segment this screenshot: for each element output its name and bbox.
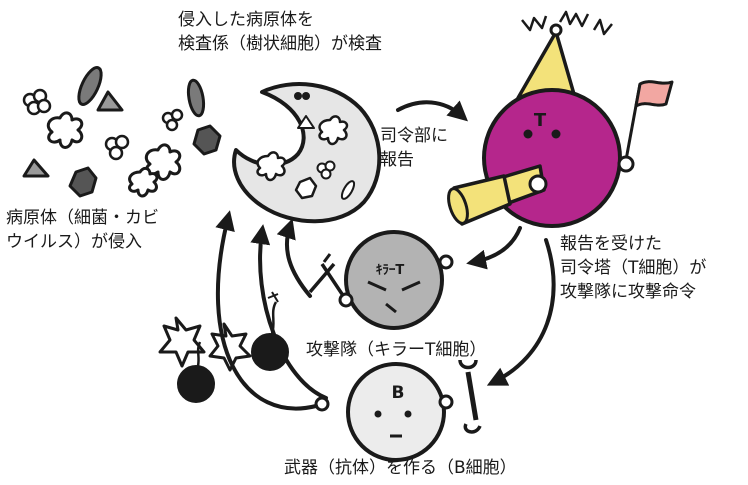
arrow-commander-to-bcell xyxy=(486,238,556,386)
b-cell xyxy=(314,359,482,462)
wrench-icon xyxy=(465,371,479,421)
label-line: 報告 xyxy=(380,150,414,170)
arrow-bcell-to-dendritic-inner xyxy=(250,224,328,400)
arrow-bcell-to-dendritic xyxy=(215,210,318,411)
arrow-dendritic-to-commander xyxy=(396,100,468,122)
dendritic-cell xyxy=(232,82,382,224)
hexagon-pathogen-icon xyxy=(68,166,98,198)
label-line: 侵入した病原体を xyxy=(178,10,314,30)
label-line: 攻撃隊に攻撃命令 xyxy=(560,282,696,302)
killer-t-cell xyxy=(308,230,454,330)
virus-icon xyxy=(144,143,182,181)
arrow-commander-to-killer xyxy=(466,226,522,270)
bacteria-icon xyxy=(22,88,52,116)
label-line: 司令部に xyxy=(380,126,448,146)
bacteria-icon xyxy=(161,108,184,132)
label-line: 病原体（細菌・カビ xyxy=(6,208,159,228)
fungus-rod-icon xyxy=(77,66,103,106)
virus-icon xyxy=(46,111,84,149)
label-line: 司令塔（T細胞）が xyxy=(560,258,707,278)
label-command: 報告を受けた 司令塔（T細胞）が 攻撃隊に攻撃命令 xyxy=(560,232,706,304)
killer-t-mark: ｷﾗｰT xyxy=(376,263,405,278)
b-cell-mark: B xyxy=(392,383,405,403)
virus-icon xyxy=(128,166,159,198)
fungus-rod-icon xyxy=(186,78,206,118)
triangle-pathogen-icon xyxy=(96,90,124,112)
label-pathogen-invade: 病原体（細菌・カビ ウイルス）が侵入 xyxy=(6,206,159,254)
hexagon-pathogen-icon xyxy=(192,124,222,156)
arrow-killer-to-dendritic xyxy=(276,218,312,298)
cycle-arrows xyxy=(215,100,556,411)
explosion-star-icon xyxy=(158,316,206,368)
excitement-zigzag-icon xyxy=(521,10,613,36)
label-report-to-hq: 司令部に 報告 xyxy=(380,124,448,172)
label-line: 検査係（樹状細胞）が検査 xyxy=(178,34,382,54)
helper-t-mark: T xyxy=(534,110,547,131)
pathogen-cluster xyxy=(22,66,222,198)
bomb-icon xyxy=(177,365,215,403)
label-line: 報告を受けた xyxy=(560,234,662,254)
explosion-star-icon xyxy=(208,322,252,372)
helper-t-cell xyxy=(447,10,674,228)
label-invaded-check: 侵入した病原体を 検査係（樹状細胞）が検査 xyxy=(178,8,382,56)
triangle-pathogen-icon xyxy=(22,158,50,178)
label-attack-unit: 攻撃隊（キラーT細胞） xyxy=(306,340,487,360)
label-b-cell: 武器（抗体）を作る（B細胞） xyxy=(284,458,517,478)
bacteria-icon xyxy=(104,134,130,161)
label-line: ウイルス）が侵入 xyxy=(6,232,142,252)
